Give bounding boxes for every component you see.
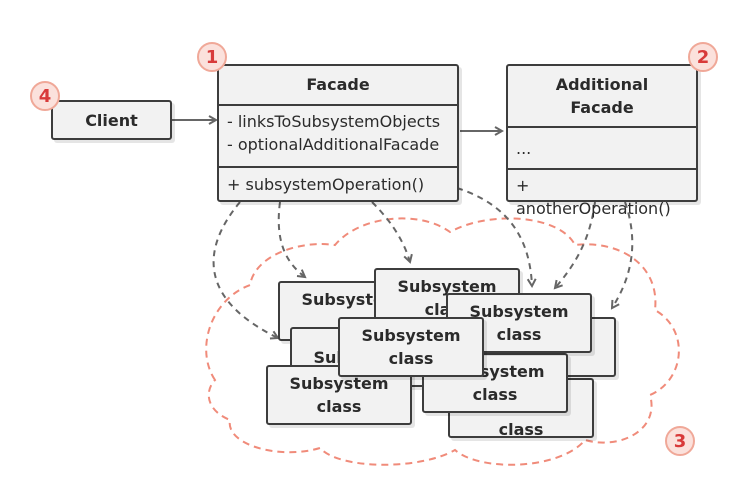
subsystem-class-label: Subsystem bbox=[289, 374, 389, 393]
badge-number: 3 bbox=[665, 426, 695, 456]
client-box: Client bbox=[51, 100, 172, 140]
subsystem-class-label: class bbox=[498, 420, 544, 439]
badge-number: 1 bbox=[197, 42, 227, 72]
subsystem-class-label: class bbox=[388, 349, 434, 368]
subsystem-class-label: Subsystem bbox=[361, 326, 461, 345]
facade-dep-arrow bbox=[212, 201, 278, 338]
facade-dep-arrow bbox=[277, 201, 305, 277]
additional-facade-method: + anotherOperation() bbox=[508, 168, 696, 218]
facade-dep-arrow bbox=[371, 201, 410, 262]
facade-dep-arrow bbox=[456, 187, 532, 286]
additional-facade-fields: ... bbox=[508, 126, 696, 168]
subsystem-cloud bbox=[205, 217, 680, 466]
subsystem-class-label: Subsystem bbox=[397, 277, 497, 296]
subsystem-class-label: class bbox=[472, 385, 518, 404]
subsystem-class-label: class bbox=[316, 397, 362, 416]
facade-field: - linksToSubsystemObjects bbox=[227, 112, 441, 131]
additional-dep-arrow bbox=[555, 201, 596, 288]
facade-title: Facade bbox=[306, 75, 370, 94]
facade-box: Facade - linksToSubsystemObjects - optio… bbox=[217, 64, 459, 202]
additional-facade-box: Additional Facade ... + anotherOperation… bbox=[506, 64, 698, 218]
client-label: Client bbox=[85, 110, 138, 130]
facade-method: + subsystemOperation() bbox=[219, 166, 457, 200]
additional-facade-title: Additional Facade bbox=[508, 66, 696, 126]
subsystem-class-label: class bbox=[496, 325, 542, 344]
facade-fields: - linksToSubsystemObjects - optionalAddi… bbox=[219, 104, 457, 166]
facade-field: - optionalAdditionalFacade bbox=[227, 135, 440, 154]
badge-number: 4 bbox=[30, 81, 60, 111]
additional-dep-arrow bbox=[612, 201, 634, 308]
subsystem-class-box: Subsystem class bbox=[338, 317, 484, 377]
additional-facade-title-line: Facade bbox=[570, 98, 634, 117]
additional-facade-title-line: Additional bbox=[555, 75, 649, 94]
subsystem-class-box: Subsystem class bbox=[446, 293, 592, 353]
badge-number: 2 bbox=[688, 42, 718, 72]
subsystem-class-label: Subsystem bbox=[469, 302, 569, 321]
